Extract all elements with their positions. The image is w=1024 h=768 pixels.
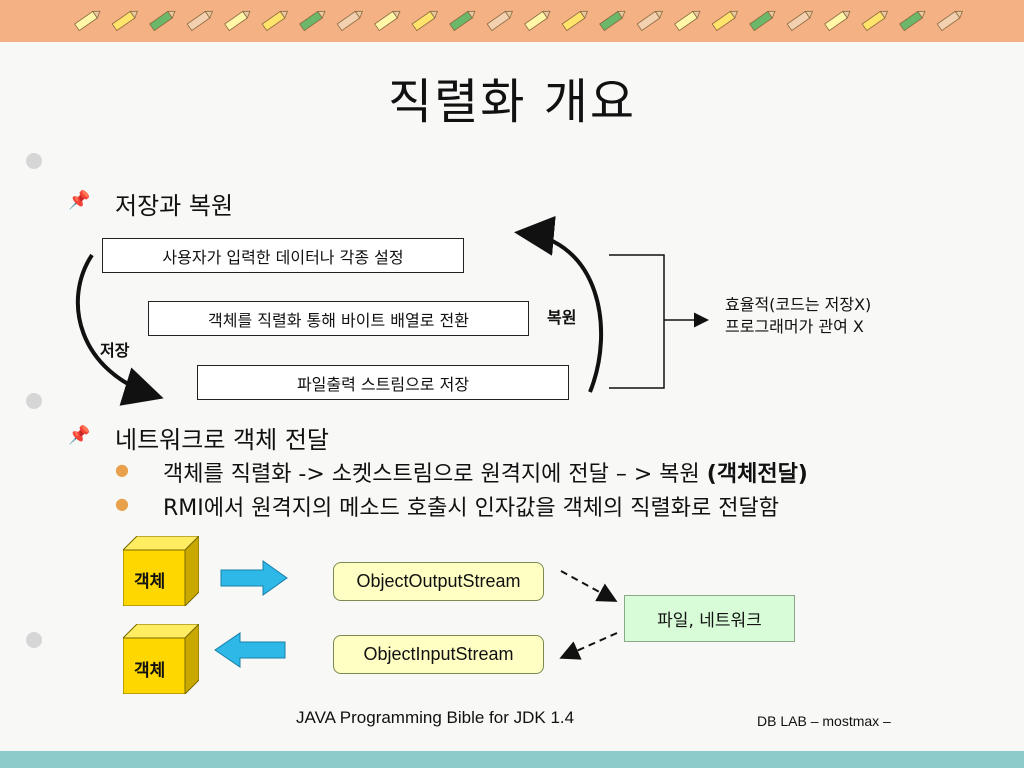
pencil-icon [561,10,589,32]
pencil-icon [336,10,364,32]
restore-arrow [514,215,604,393]
input-stream-box: ObjectInputStream [333,635,544,674]
pencil-icon [711,10,739,32]
pencil-icon [411,10,439,32]
process-box: 사용자가 입력한 데이터나 각종 설정 [102,238,464,273]
pushpin-icon: 📌 [68,425,91,446]
section-heading: 저장과 복원 [115,192,234,220]
result-note: 효율적(코드는 저장X) 프로그래머가 관여 X [725,294,871,338]
pencil-icon [861,10,889,32]
pencil-icon [449,10,476,32]
bullet-text: RMI에서 원격지의 메소드 호출시 인자값을 객체의 직렬화로 전달함 [163,496,779,521]
right-block-arrow [220,560,288,596]
bullet-text: 객체를 직렬화 -> 소켓스트림으로 원격지에 전달 – > 복원 (객체전달) [163,462,808,487]
binder-hole [26,393,42,409]
footer-book-title: JAVA Programming Bible for JDK 1.4 [296,708,575,727]
file-network-box: 파일, 네트워크 [624,595,795,642]
pencil-icon [524,10,551,32]
object-label: 객체 [134,572,166,592]
pencil-icon [74,10,101,32]
slide-title: 직렬화 개요 [387,74,637,130]
pencil-icon [674,10,701,32]
left-block-arrow [214,632,286,668]
result-line: 프로그래머가 관여 X [725,317,864,336]
pencil-icon [899,10,926,32]
pencil-icon [261,10,289,32]
bottom-decorative-band [0,751,1024,768]
binder-hole [26,153,42,169]
object-label: 객체 [134,661,166,681]
binder-hole [26,632,42,648]
pencil-icon [936,10,964,32]
save-arrow [75,253,164,406]
pencil-icon [149,10,176,32]
footer-lab: DB LAB – mostmax – [757,713,891,729]
restore-label: 복원 [547,308,577,327]
dashed-arrow-in [559,632,618,660]
object-cube [123,624,199,694]
pencil-icon [749,10,776,32]
pencil-pattern [74,10,964,32]
pencil-icon [824,10,851,32]
process-box: 객체를 직렬화 통해 바이트 배열로 전환 [148,301,529,336]
pencil-icon [374,10,401,32]
save-label: 저장 [100,341,130,360]
pencil-icon [224,10,251,32]
bracket [609,254,665,389]
dashed-arrow-out [560,570,618,602]
object-cube [123,536,199,606]
pencil-icon [599,10,626,32]
pencil-icon [299,10,326,32]
pencil-icon [636,10,664,32]
dot-icon: ● [115,494,129,513]
pushpin-icon: 📌 [68,190,91,211]
dot-icon: ● [115,460,129,479]
output-stream-box: ObjectOutputStream [333,562,544,601]
pencil-icon [111,10,139,32]
pencil-icon [786,10,814,32]
pencil-icon [486,10,514,32]
pencil-icon [186,10,214,32]
section-heading: 네트워크로 객체 전달 [115,426,329,454]
process-box: 파일출력 스트림으로 저장 [197,365,569,400]
result-line: 효율적(코드는 저장X) [725,295,872,314]
top-decorative-band [0,0,1024,42]
